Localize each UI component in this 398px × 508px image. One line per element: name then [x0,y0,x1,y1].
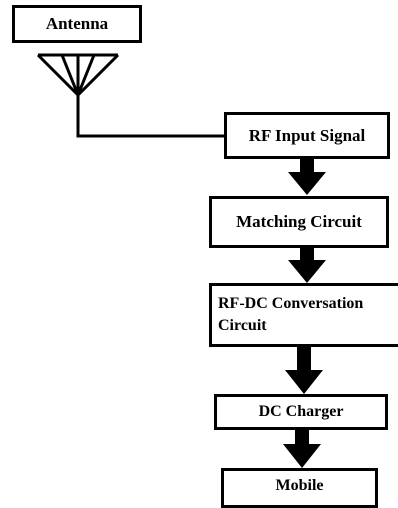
arrow-rf-to-matching [288,158,326,195]
rf-input-signal-label: RF Input Signal [248,125,366,145]
rf-dc-conversion-box: RF-DC Conversation Circuit [209,283,398,347]
antenna-connector-line [76,128,225,138]
rf-input-signal-box: RF Input Signal [224,112,390,159]
dc-charger-box: DC Charger [214,394,388,430]
mobile-box: Mobile [221,468,378,508]
arrow-charger-to-mobile [283,429,321,468]
matching-circuit-label: Matching Circuit [236,212,362,231]
matching-circuit-box: Matching Circuit [209,196,389,248]
antenna-box: Antenna [12,5,142,43]
arrow-matching-to-rfdc [288,247,326,283]
rf-dc-conversion-label-line2: Circuit [218,317,267,334]
mobile-label: Mobile [275,477,324,494]
antenna-icon [36,53,120,130]
rf-dc-conversion-label-line1: RF-DC Conversation [218,295,364,312]
antenna-label: Antenna [45,14,109,33]
dc-charger-label: DC Charger [258,403,344,420]
arrow-rfdc-to-charger [285,346,323,394]
